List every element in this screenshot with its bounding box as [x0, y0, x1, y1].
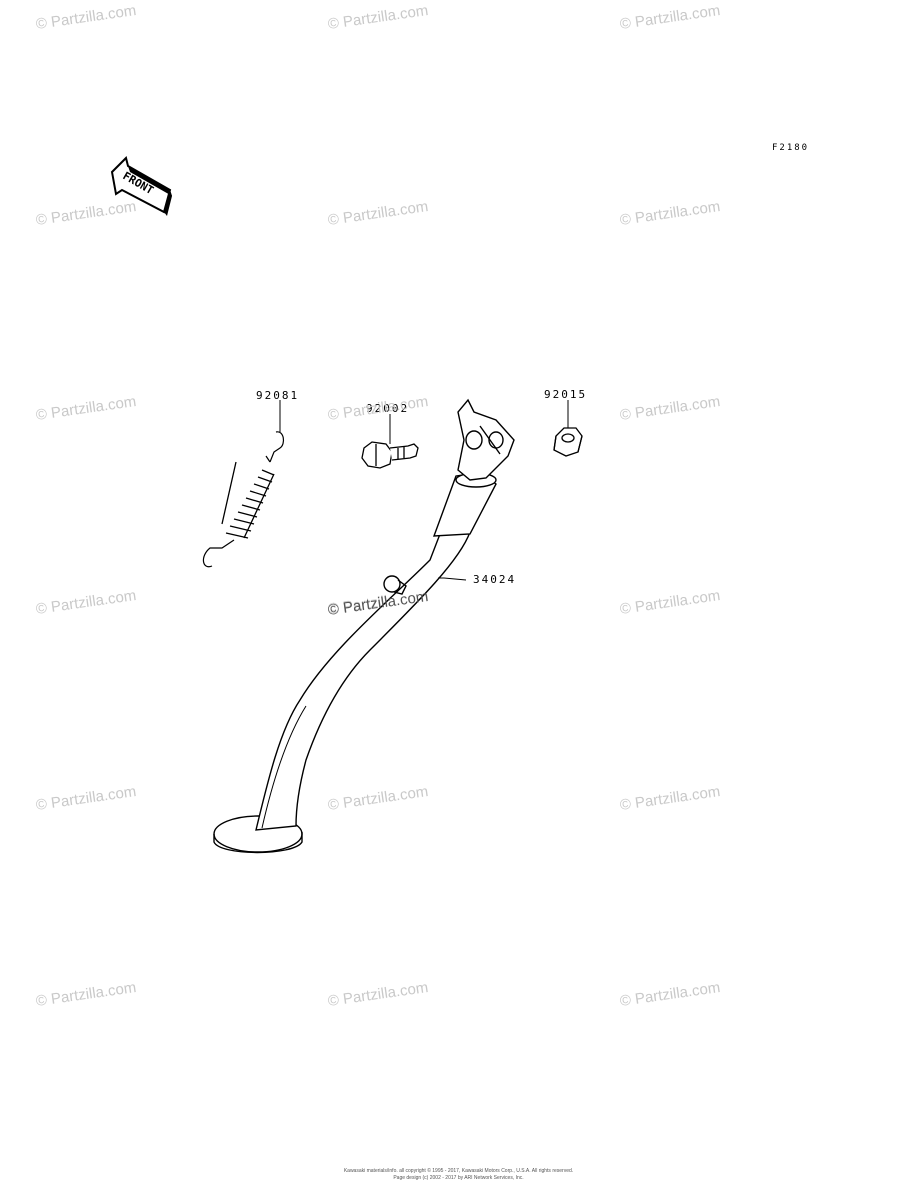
part-number-92015: 92015 — [544, 388, 588, 401]
figure-id: F2180 — [772, 143, 810, 153]
nut-icon — [553, 427, 583, 457]
spring-icon — [202, 431, 285, 568]
part-number-34024: 34024 — [473, 573, 517, 586]
bolt-icon — [361, 441, 419, 469]
leader-lines — [279, 400, 569, 581]
part-number-92002: 92002 — [366, 402, 410, 415]
part-number-92081: 92081 — [256, 389, 300, 402]
copyright-line-1: Kawasaki materials/info. all copyright ©… — [343, 1168, 574, 1174]
side-stand-icon — [213, 398, 515, 854]
front-arrow-icon: FRONT — [110, 156, 172, 216]
copyright-line-2: Page design (c) 2002 - 2017 by ARI Netwo… — [393, 1175, 524, 1181]
